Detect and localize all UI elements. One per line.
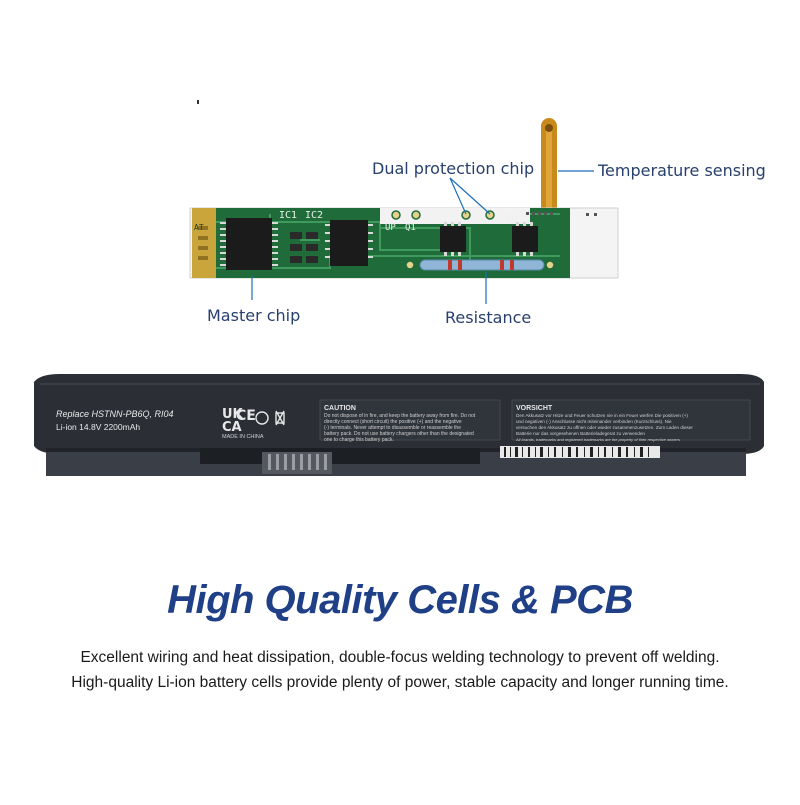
vorsicht-line: Batterie nur das vorgesehenen Batteriela…	[516, 431, 645, 436]
vorsicht-line: All brands, trademarks and registered tr…	[515, 437, 680, 442]
vorsicht-line: versuchen den Akkusatz zu offnen oder wi…	[516, 425, 693, 430]
second-chip	[325, 220, 373, 266]
callout-lines	[251, 170, 594, 304]
smd-components	[290, 232, 318, 263]
callout-dual-protection-chip: Dual protection chip	[372, 159, 535, 178]
certification-marks: UK CA	[222, 407, 285, 435]
master-chip	[220, 218, 278, 270]
protection-chip-2	[512, 222, 538, 256]
pcb-board	[189, 207, 619, 279]
pcb-label-q1: Q1	[405, 223, 416, 233]
pcb-label-vg: VG	[506, 213, 517, 223]
caution-line: (-) terminals. Never attempt to disassem…	[324, 425, 461, 431]
vorsicht-title: VORSICHT	[516, 405, 553, 412]
caution-line: battery pack. Do not use battery charger…	[324, 431, 474, 437]
vorsicht-line: Den Akkusatz vor Hitze und Feuer schutze…	[516, 413, 688, 418]
description-line-1: Excellent wiring and heat dissipation, d…	[80, 649, 720, 666]
made-in-label: MADE IN CHINA	[222, 434, 264, 440]
callout-resistance: Resistance	[445, 308, 532, 327]
caution-line: directly connect (short circuit) the pos…	[324, 419, 462, 425]
sense-resistor	[419, 259, 545, 271]
battery-pack: UK CA CE MADE IN CHINA	[34, 374, 764, 476]
battery-model: Replace HSTNN-PB6Q, RI04	[56, 409, 174, 419]
pcb-label-at: AT	[194, 223, 204, 232]
caution-line: one to charge this battery pack.	[324, 437, 394, 443]
pcb-edge-contacts	[192, 208, 216, 278]
ukca-mark-top: UK	[222, 407, 244, 422]
page-headline: High Quality Cells & PCB	[167, 578, 633, 622]
recycle-icon	[255, 411, 269, 425]
callout-temperature-sensing: Temperature sensing	[598, 161, 766, 180]
temperature-sensor	[541, 118, 557, 218]
callout-master-chip: Master chip	[207, 306, 301, 325]
stray-mark	[197, 100, 199, 104]
ukca-mark-bottom: CA	[222, 420, 242, 435]
caution-title: CAUTION	[324, 405, 356, 412]
pcb-label-ic1: IC1	[279, 210, 297, 221]
protection-chip-1	[440, 222, 466, 256]
pcb-label-ic2: IC2	[305, 210, 323, 221]
battery-spec: Li-ion 14.8V 2200mAh	[56, 422, 140, 432]
pcb-label-up: UP	[385, 223, 396, 233]
vorsicht-line: und negativen (-) Anschlusse nicht mitei…	[516, 419, 672, 424]
ce-mark: CE	[236, 408, 256, 424]
caution-line: Do not dispose of in fire, and keep the …	[324, 413, 476, 419]
description-line-2: High-quality Li-ion battery cells provid…	[71, 674, 729, 691]
